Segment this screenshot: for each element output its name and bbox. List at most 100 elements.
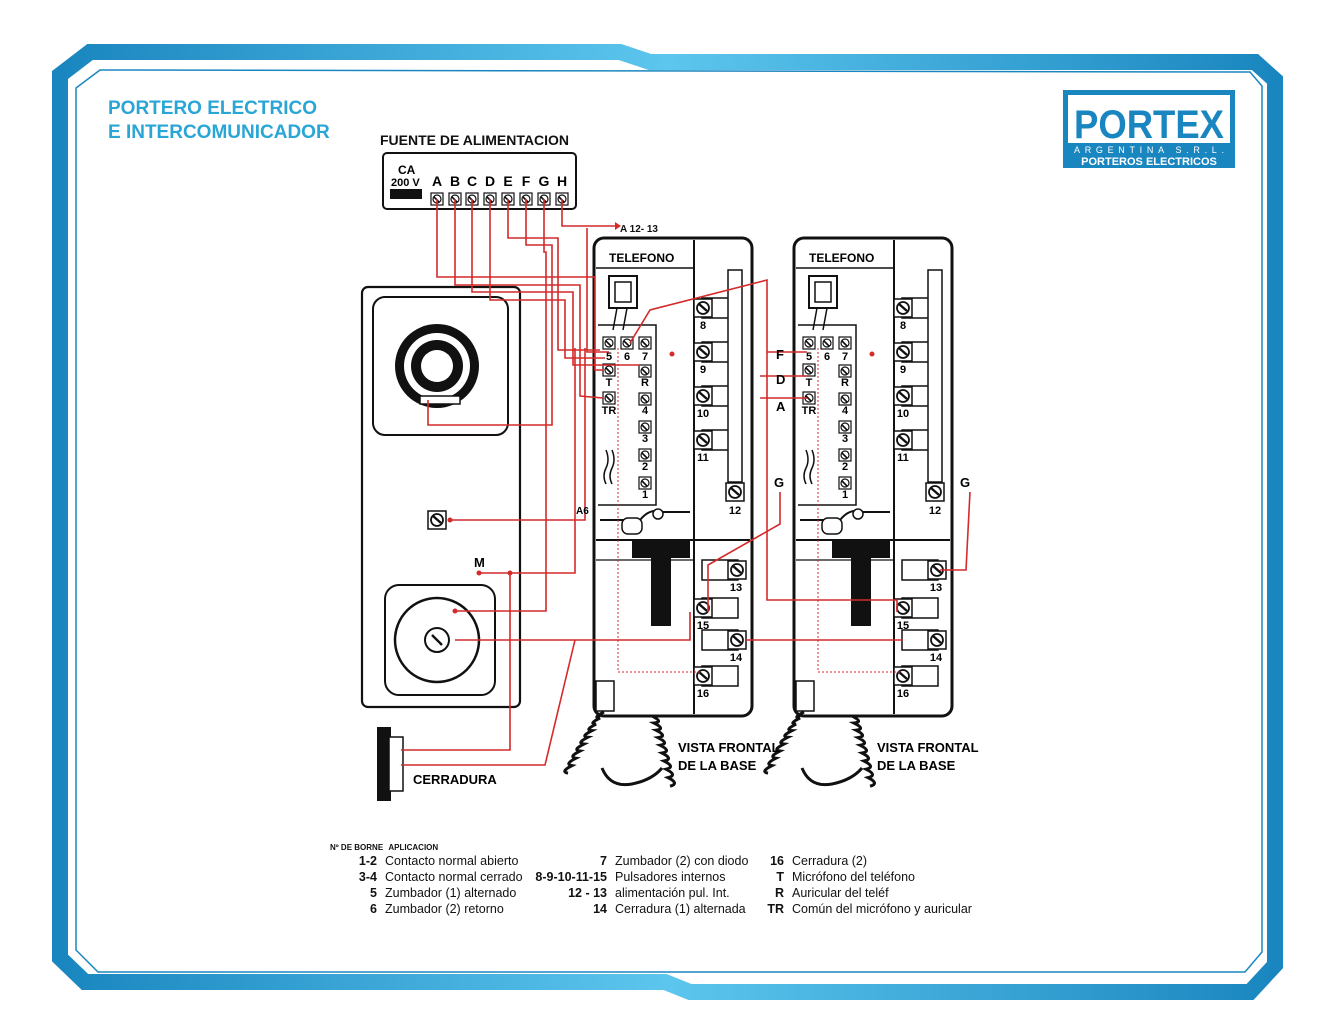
title-line-2: E INTERCOMUNICADOR	[108, 122, 330, 143]
ps-terminal-label: B	[450, 173, 460, 189]
terminal-label: 14	[930, 652, 943, 664]
wire-path	[629, 278, 898, 612]
terminal-label: 8	[900, 320, 906, 332]
ps-terminal-label: F	[522, 173, 531, 189]
wire-path	[436, 199, 603, 371]
push-button-icon	[426, 509, 448, 531]
terminal-label: 12	[729, 505, 741, 517]
legend-row: R Auricular del teléf	[742, 886, 972, 902]
terminal-label: 16	[897, 688, 909, 700]
terminal-label: 6	[624, 351, 630, 363]
button-screw	[692, 429, 714, 451]
wire-junction	[669, 351, 675, 357]
ps-terminal-label: C	[467, 173, 477, 189]
legend-terminal-number: T	[776, 870, 784, 884]
terminal-label: TR	[802, 405, 817, 417]
phone1-base-label-1: VISTA FRONTAL	[678, 740, 780, 755]
terminal-screw	[638, 476, 652, 490]
terminal-label: 7	[842, 351, 848, 363]
terminal-label: 10	[697, 408, 709, 420]
legend-terminal-number: 14	[593, 902, 607, 916]
arrow-icon	[615, 222, 621, 230]
terminal-screw	[926, 629, 948, 651]
terminal-label: 8	[700, 320, 706, 332]
button-screw	[892, 385, 914, 407]
wire-path	[561, 199, 615, 227]
legend-terminal-number: R	[774, 886, 784, 900]
terminal-screw	[838, 364, 852, 378]
legend-application-text: Cerradura (1) alternada	[615, 902, 746, 916]
legend-header-num: Nº DE BORNE	[330, 843, 384, 852]
terminal-label: 9	[900, 364, 906, 376]
terminal-screw	[602, 391, 616, 405]
wire-label-g2: G	[960, 475, 970, 490]
coiled-cord-icon	[563, 710, 676, 788]
wire-path	[507, 199, 600, 351]
ps-terminal-label: A	[432, 173, 442, 189]
terminal-screw	[726, 559, 748, 581]
terminal-screw	[726, 629, 748, 651]
legend-terminal-number: 16	[770, 854, 784, 868]
button-screw	[892, 297, 914, 319]
cradle-icon	[632, 541, 690, 558]
wire-label-a: A	[776, 399, 786, 414]
legend-row: 3-4 Contacto normal cerrado	[330, 870, 523, 886]
terminal-label: 7	[642, 351, 648, 363]
wire-path	[455, 612, 691, 641]
terminal-label: 1	[842, 489, 848, 501]
lock-icon	[377, 727, 404, 801]
legend-terminal-number: 3-4	[358, 870, 377, 884]
phone2-base-label-2: DE LA BASE	[877, 758, 956, 773]
terminal-screw	[602, 336, 616, 350]
wire-path	[471, 199, 640, 366]
legend-application-text: Contacto normal abierto	[385, 854, 519, 868]
terminal-screw	[838, 448, 852, 462]
terminal-screw	[638, 364, 652, 378]
logo-brand: PORTEX	[1074, 103, 1224, 147]
coiled-cord-icon	[763, 710, 876, 788]
terminal-label: 3	[642, 433, 648, 445]
button-screw	[892, 341, 914, 363]
terminal-label: R	[841, 377, 849, 389]
wire-junction	[869, 351, 875, 357]
terminal-label: 10	[897, 408, 909, 420]
ps-terminal-label: H	[557, 173, 567, 189]
legend-row: 14 Cerradura (1) alternada	[528, 902, 748, 918]
terminal-label: 12	[929, 505, 941, 517]
wire-path	[454, 199, 604, 399]
legend-terminal-number: 6	[370, 902, 377, 916]
legend-terminal-number: TR	[767, 902, 784, 916]
terminal-label: R	[641, 377, 649, 389]
terminal-screw	[838, 336, 852, 350]
legend-terminal-number: 12 - 13	[568, 886, 607, 900]
terminal-label: 3	[842, 433, 848, 445]
legend-application-text: Zumbador (1) alternado	[385, 886, 517, 900]
portex-logo: PORTEX ARGENTINA S.R.L. PORTEROS ELECTRI…	[1063, 90, 1235, 168]
power-supply-title: FUENTE DE ALIMENTACION	[380, 132, 569, 148]
terminal-label: TR	[602, 405, 617, 417]
terminal-label: 15	[897, 620, 909, 632]
wire-label-d: D	[776, 372, 785, 387]
phone2-base-label-1: VISTA FRONTAL	[877, 740, 979, 755]
terminal-label: 9	[700, 364, 706, 376]
button-screw	[692, 297, 714, 319]
legend-application-text: Zumbador (2) con diodo	[615, 854, 749, 868]
terminal-screw	[692, 665, 714, 687]
wire-path	[455, 199, 547, 612]
legend-header-app: APLICACION	[388, 843, 439, 852]
wire-junction	[507, 570, 513, 576]
title-line-1: PORTERO ELECTRICO	[108, 98, 317, 119]
legend-application-text: Contacto normal cerrado	[385, 870, 523, 884]
terminal-screw	[802, 363, 816, 377]
wire-path	[489, 199, 605, 359]
legend-application-text: Auricular del teléf	[792, 886, 889, 900]
terminal-label: 16	[697, 688, 709, 700]
terminal-label: T	[806, 377, 813, 389]
